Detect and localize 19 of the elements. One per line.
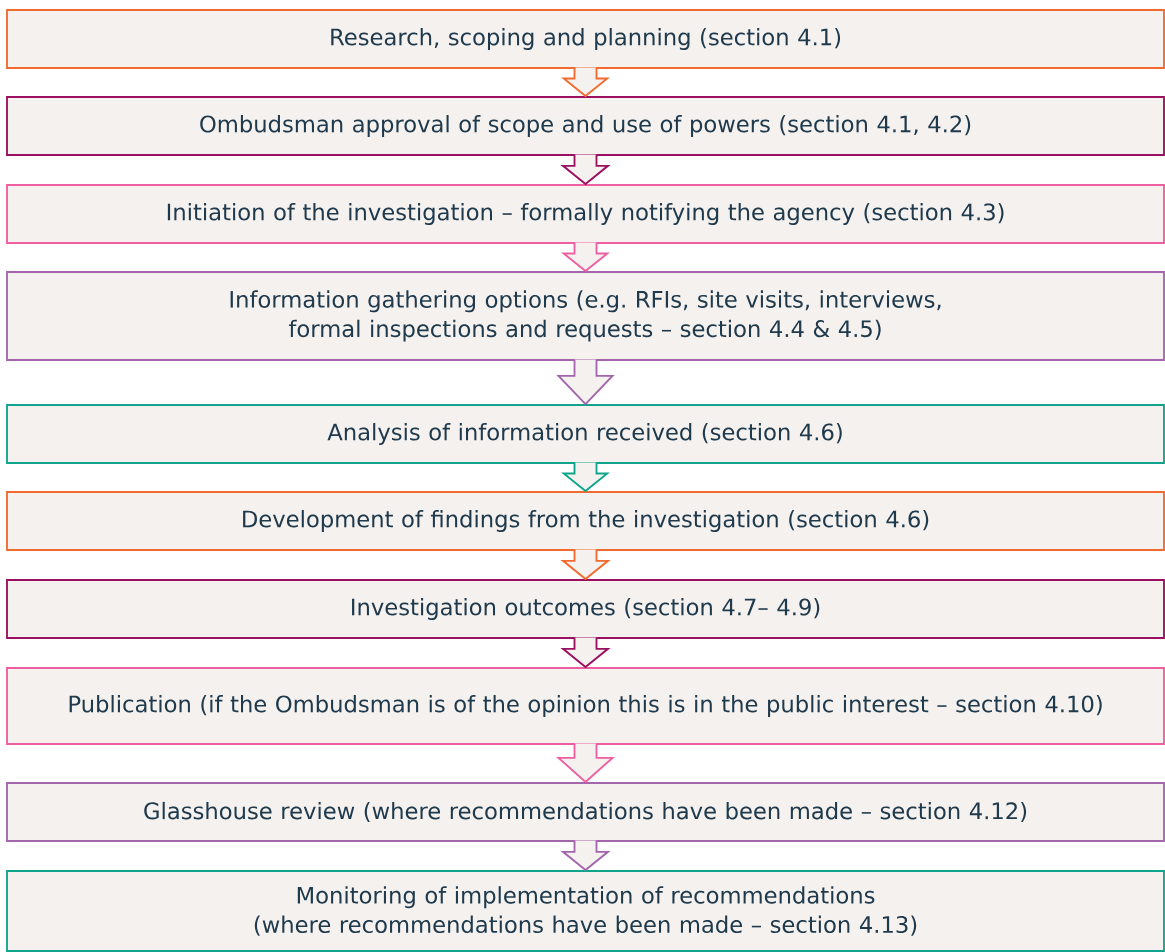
arrow xyxy=(560,548,611,581)
process-box: Development of findings from the investigation (section 4.6) xyxy=(6,491,1165,551)
arrow xyxy=(560,636,611,669)
process-box: Information gathering options (e.g. RFIs, site visits, interviews, formal inspections and requests – section 4.4 & 4.5) xyxy=(6,271,1165,361)
arrow xyxy=(556,742,615,784)
process-box: Investigation outcomes (section 4.7– 4.9) xyxy=(6,579,1165,639)
process-box: Monitoring of implementation of recommendations (where recommendations have been made – section 4.13) xyxy=(6,870,1165,952)
process-box: Publication (if the Ombudsman is of the opinion this is in the public interest – section 4.10) xyxy=(6,667,1165,745)
process-box: Ombudsman approval of scope and use of powers (section 4.1, 4.2) xyxy=(6,96,1165,156)
process-box: Research, scoping and planning (section 4.1) xyxy=(6,9,1165,69)
arrow xyxy=(560,839,611,872)
arrow xyxy=(560,153,611,186)
arrow xyxy=(561,241,610,273)
arrow xyxy=(556,358,615,406)
process-box: Analysis of information received (section 4.6) xyxy=(6,404,1165,464)
arrow xyxy=(561,461,610,493)
process-box: Glasshouse review (where recommendations have been made – section 4.12) xyxy=(6,782,1165,842)
arrow xyxy=(561,66,610,98)
process-box: Initiation of the investigation – formally notifying the agency (section 4.3) xyxy=(6,184,1165,244)
